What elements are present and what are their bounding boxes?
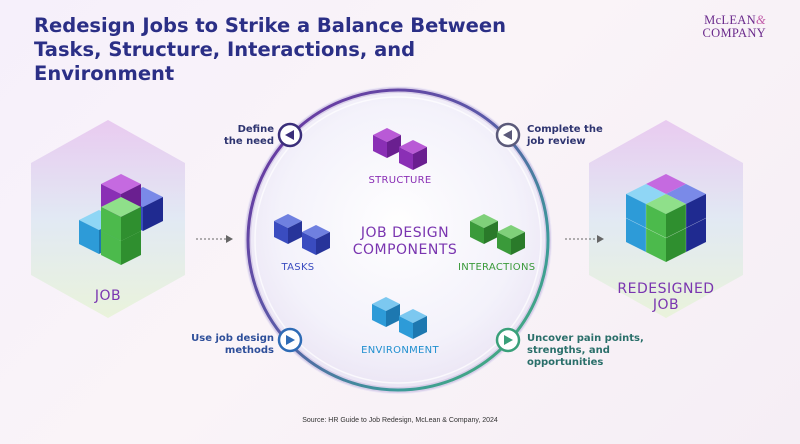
center-title: JOB DESIGN COMPONENTS [330, 225, 480, 259]
arrow-circle-to-redesigned [565, 235, 604, 243]
title-line-2: Tasks, Structure, Interactions, and Envi… [34, 38, 416, 85]
step-marker-use [277, 327, 303, 353]
step-uncover-label: Uncover pain points, strengths, and oppo… [527, 333, 644, 369]
job-cubes-icon [79, 174, 163, 265]
step-use-line-2: methods [224, 345, 274, 356]
logo-line-2: COMPANY [702, 26, 766, 40]
center-title-line-2: COMPONENTS [352, 242, 458, 258]
step-marker-define [277, 122, 303, 148]
structure-label: STRUCTURE [368, 175, 432, 186]
step-uncover-line-2: strengths, and [527, 345, 610, 356]
step-marker-complete [495, 122, 521, 148]
design-cycle-circle [244, 86, 552, 394]
redesigned-job-label-line-1: REDESIGNED [617, 281, 715, 297]
step-define-line-1: Define [237, 124, 274, 135]
step-uncover-line-1: Uncover pain points, [527, 333, 644, 344]
step-use-line-1: Use job design [191, 333, 274, 344]
step-use-label: Use job design methods [180, 333, 274, 357]
step-define-label: Define the need [210, 124, 274, 148]
tasks-cubes-icon [274, 214, 330, 255]
job-label: JOB [94, 288, 122, 304]
source-note: Source: HR Guide to Job Redesign, McLean… [302, 417, 498, 424]
logo-ampersand: & [755, 13, 766, 27]
center-title-line-1: JOB DESIGN [360, 225, 450, 241]
environment-label: ENVIRONMENT [361, 345, 439, 356]
logo-line-1: McLEAN [704, 13, 756, 27]
step-complete-line-2: job review [527, 136, 586, 147]
redesigned-job-label-line-2: JOB [652, 297, 680, 313]
step-uncover-line-3: opportunities [527, 357, 604, 368]
title-line-1: Redesign Jobs to Strike a Balance Betwee… [34, 14, 507, 37]
redesigned-job-cubes-icon [625, 174, 707, 262]
company-logo: McLEAN& COMPANY [703, 14, 766, 40]
interactions-cubes-icon [470, 214, 525, 255]
redesigned-job-label: REDESIGNED JOB [606, 281, 726, 313]
environment-cubes-icon [372, 297, 427, 339]
arrow-job-to-circle [196, 235, 233, 243]
step-define-line-2: the need [223, 136, 274, 147]
tasks-label: TASKS [281, 262, 315, 273]
interactions-label: INTERACTIONS [458, 262, 536, 273]
structure-cubes-icon [373, 128, 427, 170]
step-marker-uncover [495, 327, 521, 353]
step-complete-line-1: Complete the [527, 124, 603, 135]
step-complete-label: Complete the job review [527, 124, 603, 148]
page-title: Redesign Jobs to Strike a Balance Betwee… [34, 14, 554, 86]
